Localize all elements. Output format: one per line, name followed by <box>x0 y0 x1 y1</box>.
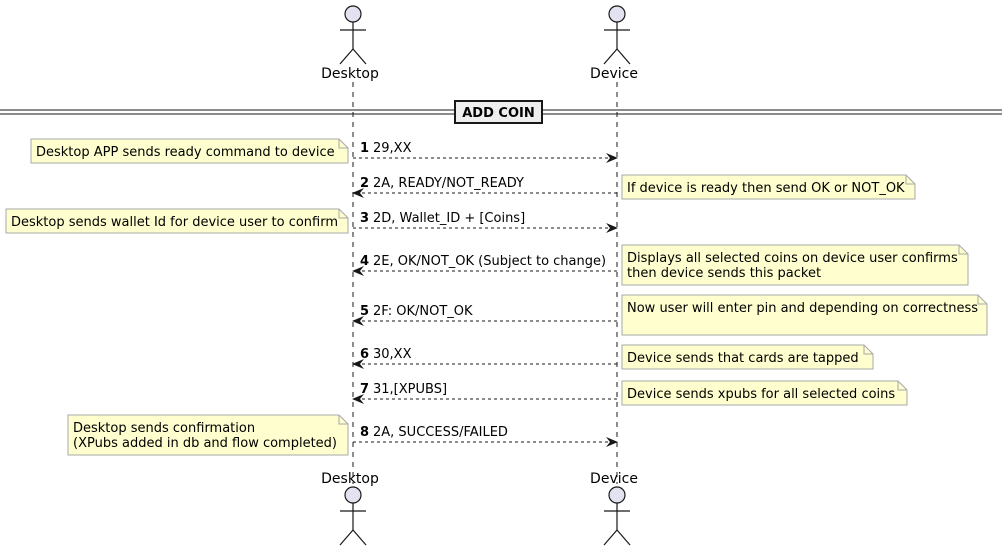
note-text-line: Desktop sends confirmation <box>73 421 255 436</box>
note-box <box>621 344 874 370</box>
message-label-4: 2E, OK/NOT_OK (Subject to change) <box>373 254 606 269</box>
note-text-line: Now user will enter pin and depending on… <box>627 301 978 316</box>
actor-top-device-icon-head <box>608 5 626 23</box>
actor-bottom-desktop-icon-head <box>344 486 362 504</box>
actor-top-device-icon-leg-left <box>603 48 618 65</box>
note-text-line: Desktop sends wallet Id for device user … <box>11 215 338 230</box>
actor-top-desktop-icon-leg-left <box>339 48 354 65</box>
note-box <box>5 208 349 234</box>
message-label-8: 2A, SUCCESS/FAILED <box>373 425 508 440</box>
message-label-5: 2F: OK/NOT_OK <box>373 304 473 319</box>
actor-bottom-desktop-icon-leg-right <box>352 529 367 546</box>
note-box <box>621 294 988 336</box>
note-fold <box>958 245 968 255</box>
note-left-8: Desktop sends confirmation(XPubs added i… <box>67 414 349 456</box>
message-label-7: 31,[XPUBS] <box>373 382 447 397</box>
note-fold <box>338 415 348 425</box>
note-left-3: Desktop sends wallet Id for device user … <box>5 208 349 234</box>
message-label-3: 2D, Wallet_ID + [Coins] <box>373 211 525 226</box>
actor-top-desktop-icon-leg-right <box>352 48 367 65</box>
message-number-5: 5 <box>360 304 369 319</box>
divider-box <box>454 100 543 124</box>
note-fold <box>897 381 907 391</box>
note-text-line: If device is ready then send OK or NOT_O… <box>627 181 905 196</box>
message-number-7: 7 <box>360 382 369 397</box>
actor-top-desktop-icon-head <box>344 5 362 23</box>
message-number-2: 2 <box>360 176 369 191</box>
message-number-6: 6 <box>360 347 369 362</box>
participant-bottom-label-desktop: Desktop <box>321 471 379 487</box>
note-box <box>621 244 969 286</box>
note-box <box>621 174 916 200</box>
participant-top-label-desktop: Desktop <box>321 66 379 82</box>
message-number-1: 1 <box>360 141 369 156</box>
note-box <box>621 380 908 406</box>
note-text-line: Device sends that cards are tapped <box>627 351 859 366</box>
note-text-line: (XPubs added in db and flow completed) <box>73 436 337 451</box>
message-number-4: 4 <box>360 254 369 269</box>
note-left-1: Desktop APP sends ready command to devic… <box>30 138 349 164</box>
message-number-8: 8 <box>360 425 369 440</box>
note-fold <box>338 139 348 149</box>
message-number-3: 3 <box>360 211 369 226</box>
message-label-6: 30,XX <box>373 347 412 362</box>
actor-bottom-desktop-icon-leg-left <box>339 529 354 546</box>
actor-bottom-device-icon-leg-right <box>616 529 631 546</box>
note-right-2: If device is ready then send OK or NOT_O… <box>621 174 916 200</box>
divider-label: ADD COIN <box>462 106 534 121</box>
note-fold <box>338 209 348 219</box>
participant-bottom-label-device: Device <box>590 471 638 487</box>
note-fold <box>977 295 987 305</box>
note-text-line: Displays all selected coins on device us… <box>627 251 958 266</box>
note-right-5: Now user will enter pin and depending on… <box>621 294 988 336</box>
note-text-line: then device sends this packet <box>627 266 821 281</box>
actor-bottom-device-icon-leg-left <box>603 529 618 546</box>
message-label-1: 29,XX <box>373 141 412 156</box>
actor-bottom-desktop-icon <box>339 486 367 546</box>
note-right-4: Displays all selected coins on device us… <box>621 244 969 286</box>
actor-top-desktop-icon <box>339 5 367 65</box>
note-box <box>30 138 349 164</box>
note-right-6: Device sends that cards are tapped <box>621 344 874 370</box>
message-label-2: 2A, READY/NOT_READY <box>373 176 524 191</box>
actor-top-device-icon <box>603 5 631 65</box>
participant-top-label-device: Device <box>590 66 638 82</box>
note-fold <box>905 175 915 185</box>
actor-top-device-icon-leg-right <box>616 48 631 65</box>
note-box <box>67 414 349 456</box>
note-fold <box>863 345 873 355</box>
actor-bottom-device-icon <box>603 486 631 546</box>
note-text-line: Device sends xpubs for all selected coin… <box>627 387 895 402</box>
note-right-7: Device sends xpubs for all selected coin… <box>621 380 908 406</box>
note-text-line: Desktop APP sends ready command to devic… <box>36 145 335 160</box>
actor-bottom-device-icon-head <box>608 486 626 504</box>
